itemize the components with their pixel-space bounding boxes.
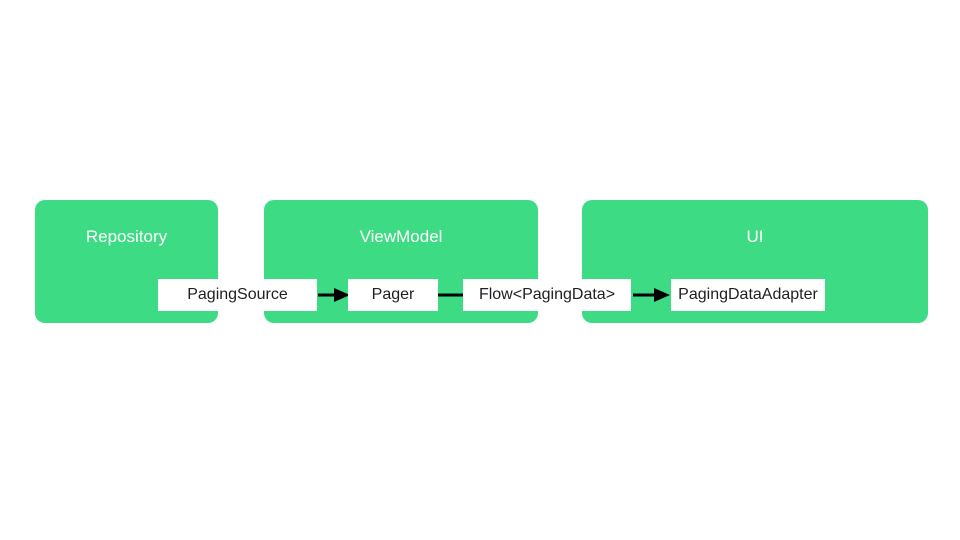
container-viewmodel-title: ViewModel <box>359 227 443 246</box>
container-ui-title: UI <box>746 227 764 246</box>
node-pagingdataadapter: PagingDataAdapter <box>671 279 825 311</box>
node-pager: Pager <box>348 279 438 311</box>
container-repository-title: Repository <box>85 227 168 246</box>
node-pagingsource: PagingSource <box>158 279 317 311</box>
node-flow-pagingdata: Flow<PagingData> <box>463 279 631 311</box>
container-repository: Repository <box>35 200 218 323</box>
